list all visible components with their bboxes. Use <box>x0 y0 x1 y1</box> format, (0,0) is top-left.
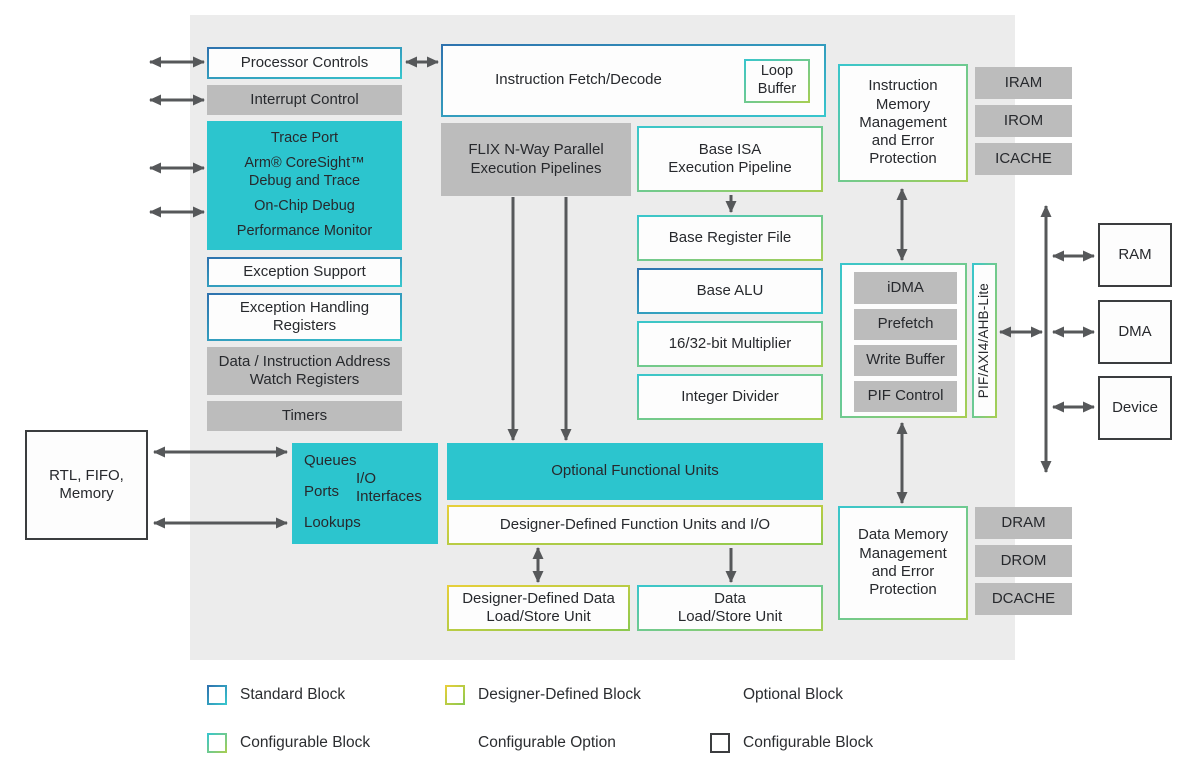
label-designer-lsu-line2: Load/Store Unit <box>486 608 591 625</box>
block-prefetch: Prefetch <box>854 309 957 340</box>
block-address-watch-registers: Data / Instruction Address Watch Registe… <box>207 347 402 395</box>
label-trace-port: Trace Port <box>270 129 339 146</box>
block-designer-lsu: Designer-Defined Data Load/Store Unit <box>447 585 630 631</box>
designer-block-swatch-icon <box>445 685 465 705</box>
label-pif-bus: PIF/AXI4/AHB-Lite <box>976 282 992 399</box>
legend-standard-block: Standard Block <box>207 684 345 706</box>
standard-block-swatch-icon <box>207 685 227 705</box>
optional-block-swatch-icon <box>710 685 730 705</box>
configurable-option-swatch-icon <box>445 733 465 753</box>
block-device: Device <box>1098 376 1172 440</box>
block-icache: ICACHE <box>975 143 1072 175</box>
block-instruction-fetch-decode: Instruction Fetch/Decode Loop Buffer <box>441 44 826 117</box>
label-lookups: Lookups <box>304 514 361 531</box>
block-pif-bus: PIF/AXI4/AHB-Lite <box>972 263 997 418</box>
label-coresight-line2: Debug and Trace <box>248 172 361 189</box>
label-instruction-fetch-decode: Instruction Fetch/Decode <box>495 71 662 89</box>
legend-configurable-option: Configurable Option <box>445 732 616 754</box>
block-flix-pipelines: FLIX N-Way Parallel Execution Pipelines <box>441 123 631 196</box>
label-base-isa-line2: Execution Pipeline <box>668 159 792 176</box>
block-dcache: DCACHE <box>975 583 1072 615</box>
block-base-register-file: Base Register File <box>637 215 823 261</box>
legend-designer-block: Designer-Defined Block <box>445 684 641 706</box>
block-iram: IRAM <box>975 67 1072 99</box>
block-drom: DROM <box>975 545 1072 577</box>
block-loop-buffer: Loop Buffer <box>744 59 810 103</box>
block-pif-control: PIF Control <box>854 381 957 412</box>
block-timers: Timers <box>207 401 402 431</box>
block-multiplier: 16/32-bit Multiplier <box>637 321 823 367</box>
block-idma-group: iDMA Prefetch Write Buffer PIF Control <box>840 263 967 418</box>
legend-label: Configurable Block <box>240 734 371 751</box>
label-ports: Ports <box>304 483 340 500</box>
label-io-line2: Interfaces <box>356 488 422 506</box>
block-designer-function-units: Designer-Defined Function Units and I/O <box>447 505 823 545</box>
block-base-isa-pipeline: Base ISA Execution Pipeline <box>637 126 823 192</box>
legend-configurable-block: Configurable Block <box>207 732 370 754</box>
label-io-line1: I/O <box>356 470 377 487</box>
legend-optional-block: Optional Block <box>710 684 843 706</box>
block-idma: iDMA <box>854 272 957 304</box>
block-exception-handling-registers: Exception Handling Registers <box>207 293 402 341</box>
legend-label: Configurable Block <box>743 734 874 751</box>
configurable-block2-swatch-icon <box>710 733 730 753</box>
legend-label: Optional Block <box>743 686 843 703</box>
block-io-interfaces-group: Queues Ports I/O Interfaces Lookups <box>292 443 438 544</box>
legend-label: Designer-Defined Block <box>478 686 641 703</box>
label-onchip-debug: On-Chip Debug <box>254 198 355 215</box>
label-performance-monitor: Performance Monitor <box>236 223 373 240</box>
label-coresight-line1: Arm® CoreSight™ <box>244 155 365 172</box>
label-queues: Queues <box>304 452 357 469</box>
block-data-lsu: Data Load/Store Unit <box>637 585 823 631</box>
legend-label: Standard Block <box>240 686 346 703</box>
block-rtl-fifo-memory: RTL, FIFO, Memory <box>25 430 148 540</box>
label-designer-lsu-line1: Designer-Defined Data <box>462 589 615 607</box>
block-data-memory-mgmt: Data Memory Management and Error Protect… <box>838 506 968 620</box>
block-interrupt-control: Interrupt Control <box>207 85 402 115</box>
legend-label: Configurable Option <box>478 734 616 751</box>
block-debug-group: Trace Port Arm® CoreSight™ Debug and Tra… <box>207 121 402 250</box>
label-io-interfaces: I/O Interfaces <box>356 470 422 507</box>
block-dma: DMA <box>1098 300 1172 364</box>
block-irom: IROM <box>975 105 1072 137</box>
label-data-lsu-line1: Data <box>714 589 746 607</box>
label-base-isa-line1: Base ISA <box>698 140 762 158</box>
block-exception-support: Exception Support <box>207 257 402 287</box>
block-integer-divider: Integer Divider <box>637 374 823 420</box>
legend-configurable-block-2: Configurable Block <box>710 732 873 754</box>
block-instruction-memory-mgmt: Instruction Memory Management and Error … <box>838 64 968 182</box>
label-data-lsu-line2: Load/Store Unit <box>677 608 783 625</box>
block-ram: RAM <box>1098 223 1172 287</box>
block-processor-controls: Processor Controls <box>207 47 402 79</box>
block-optional-functional-units: Optional Functional Units <box>447 443 823 500</box>
label-coresight: Arm® CoreSight™ Debug and Trace <box>244 155 364 190</box>
configurable-block-swatch-icon <box>207 733 227 753</box>
block-dram: DRAM <box>975 507 1072 539</box>
block-base-alu: Base ALU <box>637 268 823 314</box>
block-write-buffer: Write Buffer <box>854 345 957 376</box>
